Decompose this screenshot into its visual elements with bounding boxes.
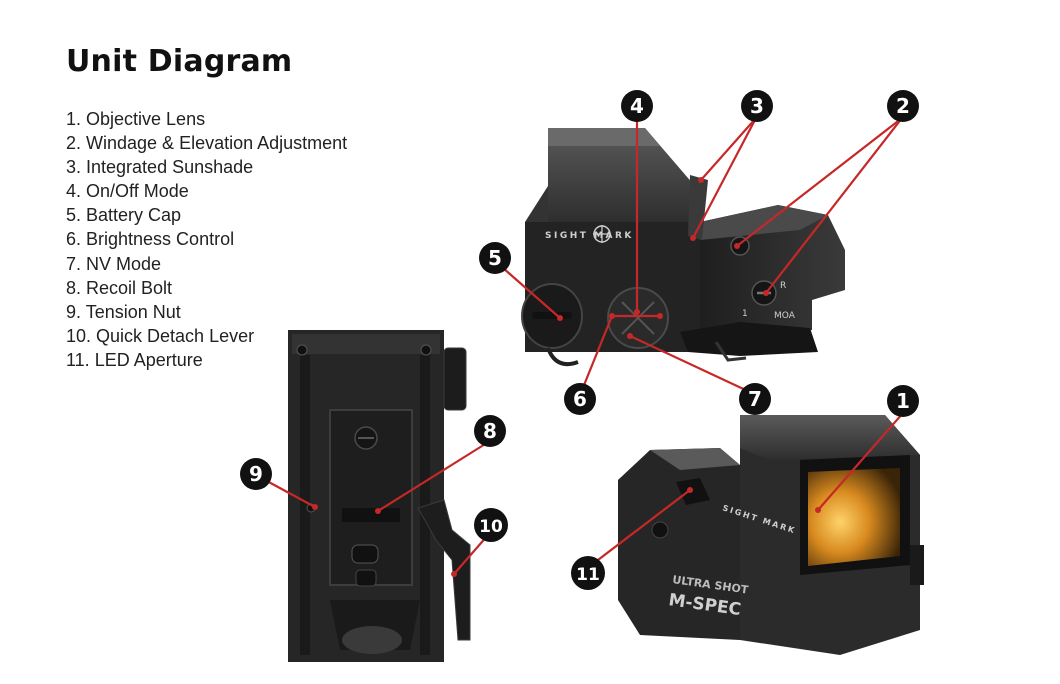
legend-item-8: 8. Recoil Bolt <box>66 277 173 298</box>
svg-text:7: 7 <box>748 387 762 411</box>
leader-10 <box>453 534 489 575</box>
legend-item-2: 2. Windage & Elevation Adjustment <box>66 133 348 154</box>
svg-text:1: 1 <box>896 389 910 413</box>
leader-2a <box>736 117 903 247</box>
leader-8 <box>377 440 491 512</box>
legend-item-11: 11. LED Aperture <box>66 349 203 370</box>
svg-text:3: 3 <box>750 94 764 118</box>
dial-r-label: R <box>780 281 786 291</box>
objective-lens-icon <box>808 468 900 566</box>
svg-text:4: 4 <box>630 94 644 118</box>
svg-text:9: 9 <box>249 462 263 486</box>
sight-underside-view <box>288 330 471 662</box>
leader-5 <box>502 267 561 319</box>
legend-item-7: 7. NV Mode <box>66 253 162 274</box>
dial-moa-label: MOA <box>774 311 796 321</box>
callout-1: 1 <box>887 385 919 417</box>
callout-4: 4 <box>621 90 653 122</box>
callout-5: 5 <box>479 242 511 274</box>
svg-text:2: 2 <box>896 94 910 118</box>
callout-3: 3 <box>741 90 773 122</box>
page-title: Unit Diagram <box>66 44 293 80</box>
callout-6: 6 <box>564 383 596 415</box>
callouts: 4 3 2 5 6 7 1 8 9 10 11 <box>240 90 919 590</box>
sight-front-view: SIGHT MARK ULTRA SHOT M-SPEC <box>618 415 924 655</box>
legend-item-5: 5. Battery Cap <box>66 205 182 226</box>
leader-9 <box>264 479 316 508</box>
svg-text:8: 8 <box>483 419 497 443</box>
callout-2: 2 <box>887 90 919 122</box>
legend-item-3: 3. Integrated Sunshade <box>66 157 254 178</box>
leader-lines <box>264 117 904 575</box>
legend-item-1: 1. Objective Lens <box>66 109 206 129</box>
callout-7: 7 <box>739 383 771 415</box>
callout-8: 8 <box>474 415 506 447</box>
legend-item-9: 9. Tension Nut <box>66 301 181 322</box>
legend-item-6: 6. Brightness Control <box>66 229 235 250</box>
callout-11: 11 <box>571 556 605 590</box>
recoil-bolt-icon <box>342 508 400 522</box>
leader-11 <box>593 489 691 564</box>
parts-legend: 1. Objective Lens 2. Windage & Elevation… <box>66 107 347 372</box>
legend-item-4: 4. On/Off Mode <box>66 181 189 202</box>
callout-9: 9 <box>240 458 272 490</box>
svg-text:10: 10 <box>479 517 503 537</box>
brand-label-rear: SIGHT MARK <box>545 231 634 241</box>
svg-text:5: 5 <box>488 246 502 270</box>
svg-text:6: 6 <box>573 387 587 411</box>
callout-10: 10 <box>474 508 508 542</box>
leader-2b <box>765 117 903 294</box>
dial-one-label: 1 <box>742 309 748 319</box>
led-aperture-icon <box>676 478 710 505</box>
leader-7 <box>629 335 753 394</box>
svg-text:11: 11 <box>576 565 600 585</box>
leader-3b <box>692 117 757 239</box>
sight-rear-view: SIGHT MARK R 1 MOA <box>521 128 845 367</box>
leader-1 <box>817 412 904 511</box>
legend-item-10: 10. Quick Detach Lever <box>66 325 255 346</box>
leader-3a <box>700 117 757 181</box>
